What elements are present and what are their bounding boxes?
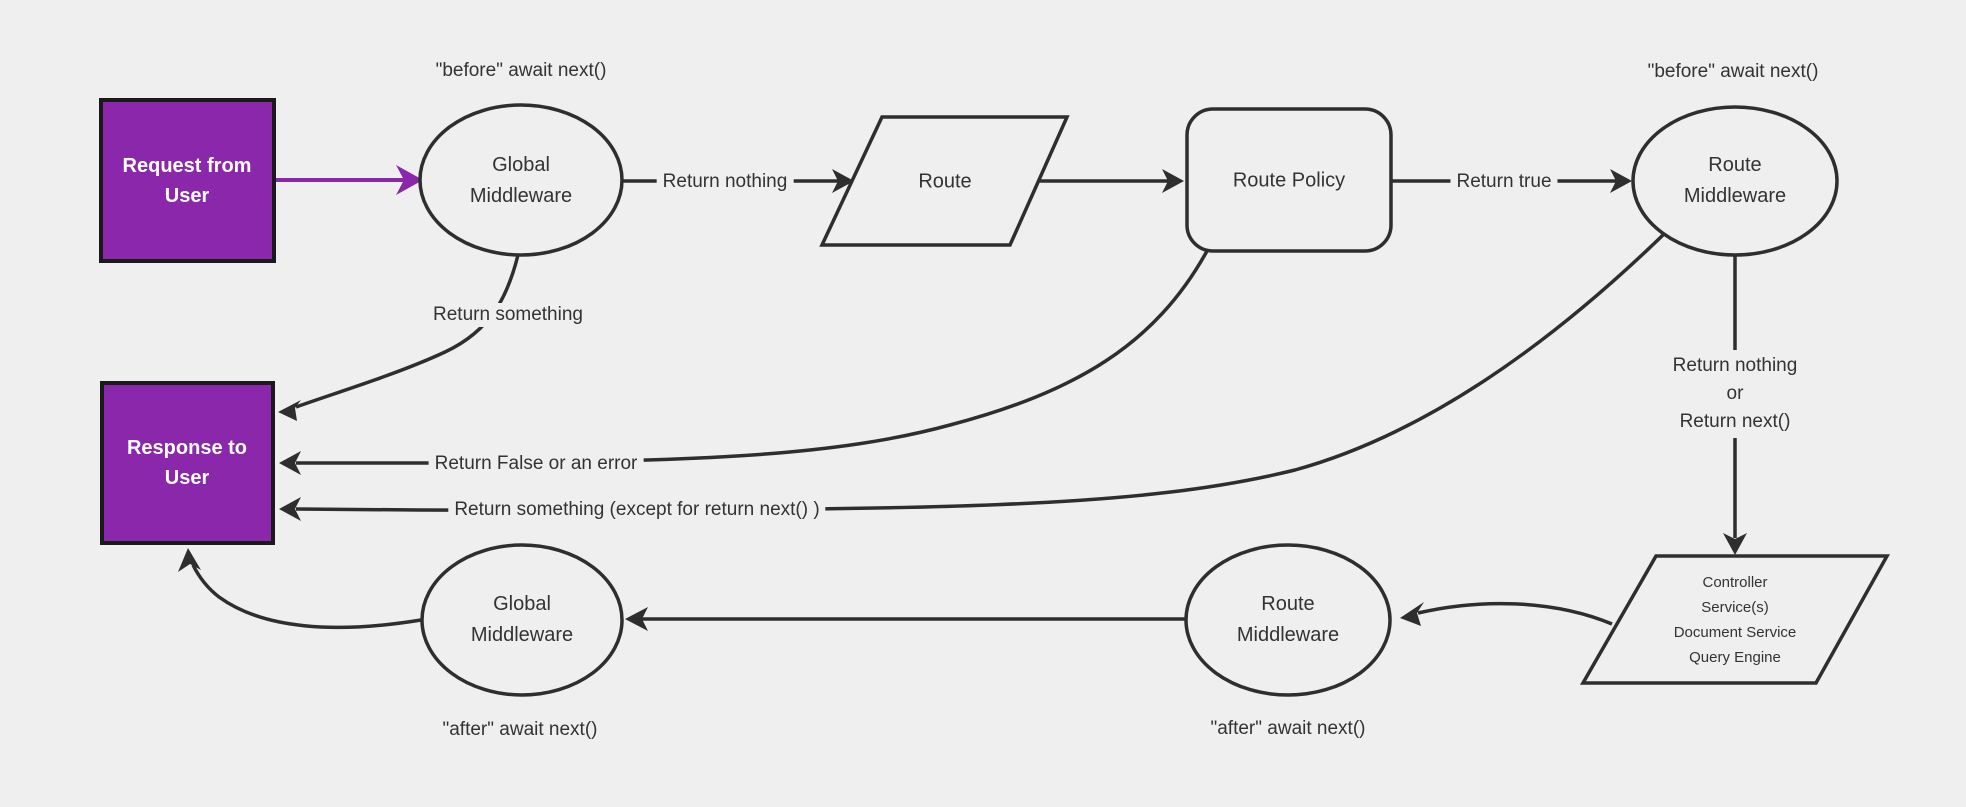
edge-label-return-something: Return something (427, 303, 589, 327)
arrowhead-controller-to-routemw-bottom (1400, 602, 1424, 626)
edge-label-return-true: Return true (1450, 170, 1558, 194)
edge-global-to-response (295, 254, 520, 409)
arrowhead-request-to-global (396, 165, 423, 195)
arrowhead-routemw-to-response (279, 497, 301, 521)
arrowhead-global-to-route (832, 169, 854, 193)
global-middleware-bottom-label: Global Middleware (470, 593, 574, 646)
global-middleware-bottom-ellipse (420, 543, 624, 697)
annotation-before-global: "before" await next() (435, 60, 607, 81)
edge-globalmw-bottom-to-response (191, 564, 422, 630)
global-middleware-top-label: Global Middleware (469, 154, 573, 207)
route-label: Route (918, 170, 972, 193)
request-from-user-box (99, 98, 276, 263)
route-middleware-top-ellipse (1631, 105, 1839, 257)
annotation-after-global: "after" await next() (442, 719, 598, 740)
route-middleware-top-label: Route Middleware (1683, 154, 1787, 207)
arrowhead-policy-to-routemw (1610, 169, 1632, 193)
controller-services-label: Controller Service(s) Document Service Q… (1673, 574, 1797, 666)
edge-label-return-nothing-or-next: Return nothing or Return next() (1666, 350, 1804, 438)
route-middleware-bottom-ellipse (1184, 543, 1392, 697)
request-from-user-label: Request from User (122, 155, 252, 207)
annotation-after-route: "after" await next() (1210, 718, 1366, 739)
route-middleware-bottom-label: Route Middleware (1236, 593, 1340, 646)
controller-services-parallelogram (1579, 554, 1890, 685)
arrowhead-route-to-policy (1162, 169, 1184, 193)
response-to-user-box (100, 381, 275, 545)
arrowhead-routemw-to-globalmw-bottom (625, 607, 648, 631)
edge-label-return-nothing: Return nothing (656, 170, 794, 194)
arrowhead-routemw-to-controller (1723, 533, 1747, 555)
arrowhead-globalmw-bottom-to-response (178, 548, 201, 572)
edge-label-return-false-or-error: Return False or an error (428, 452, 644, 476)
global-middleware-top-ellipse (418, 103, 624, 257)
edge-label-return-something-except: Return something (except for return next… (448, 498, 826, 522)
route-parallelogram (819, 115, 1070, 247)
arrowhead-policy-to-response (279, 451, 301, 475)
edge-controller-to-routemw-bottom (1417, 601, 1613, 626)
arrowhead-global-to-response (278, 400, 301, 421)
route-policy-label: Route Policy (1232, 169, 1346, 192)
annotation-before-route: "before" await next() (1647, 61, 1819, 82)
response-to-user-label: Response to User (126, 437, 248, 489)
route-policy-box (1185, 107, 1393, 253)
